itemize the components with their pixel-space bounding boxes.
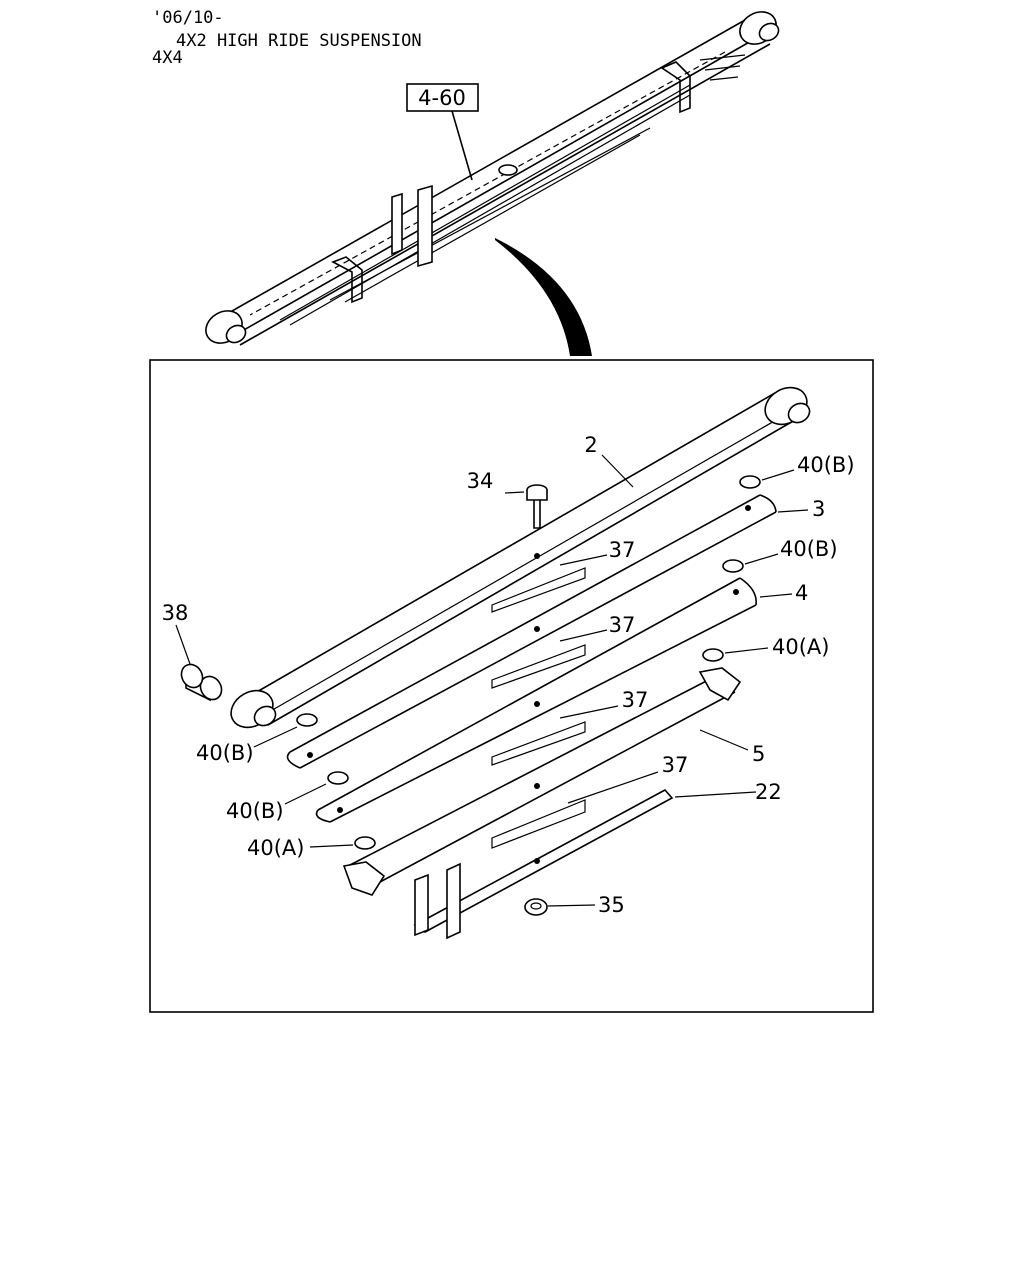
callout-38: 38 [162,601,189,625]
callout-37-b: 37 [609,613,636,637]
part-4-leaf [315,577,757,823]
callout-37-a: 37 [609,538,636,562]
callout-2: 2 [584,433,597,457]
callout-40b-1: 40(B) [797,453,855,477]
part-35-nut [524,898,548,916]
washer-40a-2 [354,836,376,850]
part-22-plate [413,788,674,940]
date-code-label: '06/10- [152,8,224,28]
zoom-arrow [495,238,592,356]
callout-22: 22 [755,780,782,804]
callout-40a-1: 40(A) [772,635,829,659]
washer-40a-1 [702,648,724,662]
washer-40b-3 [296,713,318,727]
leader-lines [175,454,809,907]
washer-40b-1 [739,475,761,489]
callout-35: 35 [598,893,625,917]
detail-frame [149,359,874,1013]
drive-label: 4X4 [152,48,183,68]
pad-37-b [491,644,586,689]
callout-40b-3: 40(B) [196,741,254,765]
callout-40a-2: 40(A) [247,836,304,860]
pad-37-c [491,721,586,766]
part-5-leaf [342,667,742,896]
callout-5: 5 [752,742,765,766]
variant-label: 4X2 HIGH RIDE SUSPENSION [176,31,422,51]
page-ref-leader [451,110,473,181]
washer-40b-4 [327,771,349,785]
page-ref-box [406,83,479,112]
part-38-bushing [180,663,223,702]
pad-37-d [491,799,586,849]
callout-4: 4 [795,581,808,605]
washer-40b-2 [722,559,744,573]
part-3-leaf [286,494,777,769]
callout-3: 3 [812,497,825,521]
callout-40b-2: 40(B) [780,537,838,561]
callout-37-c: 37 [622,688,649,712]
callout-37-d: 37 [662,753,689,777]
page-ref-label: 4-60 [418,86,466,110]
assembled-leaf-spring [205,11,780,346]
part-34-center-bolt [526,484,548,529]
pad-37-a [491,567,586,613]
callout-40b-4: 40(B) [226,799,284,823]
part-2-main-leaf [230,386,811,729]
callout-34: 34 [467,469,494,493]
